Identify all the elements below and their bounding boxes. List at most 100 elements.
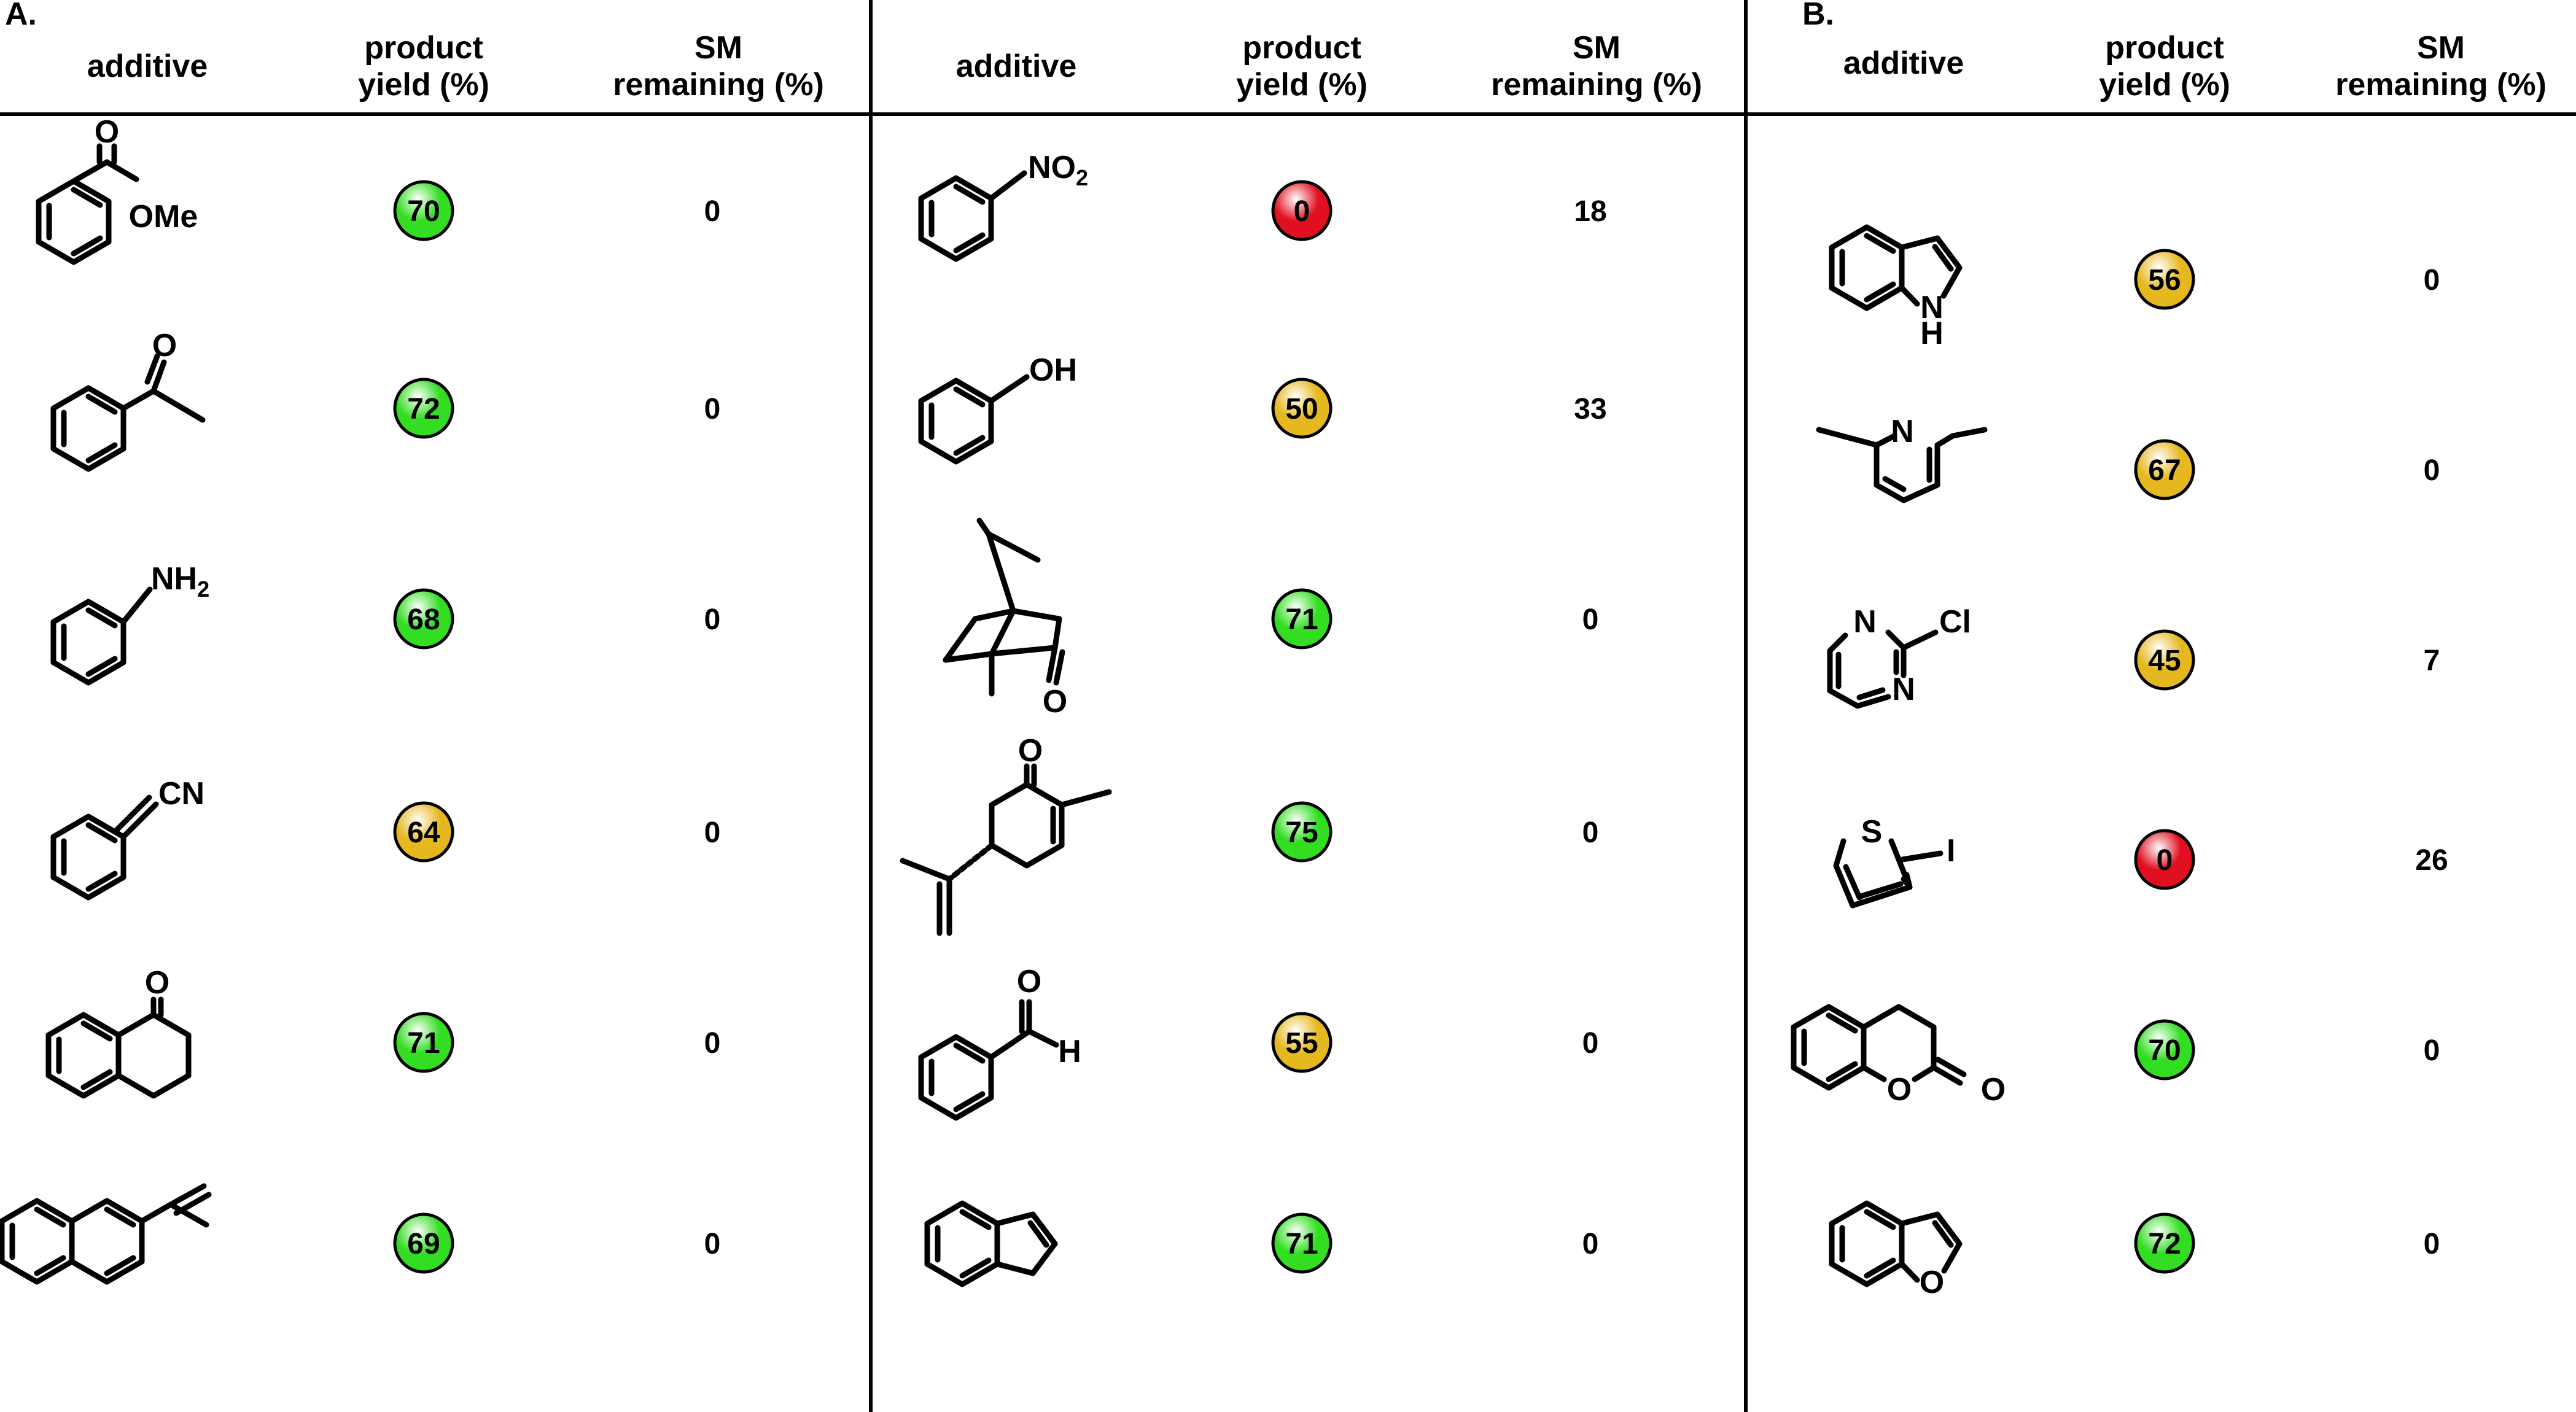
atom-o: O [95, 114, 119, 150]
yield-bubble [1271, 1012, 1333, 1073]
yield-value: 45 [2148, 645, 2181, 677]
header-additive-line: additive [1843, 45, 1964, 81]
yield-bubble [1271, 1212, 1333, 1274]
structure-dihydrocoumarin: O O [1791, 1004, 2006, 1107]
structure-vinylnaphthalene [0, 1183, 212, 1285]
sm-remaining-value: 0 [704, 393, 721, 425]
yield-value: 69 [407, 1228, 440, 1260]
yield-bubble [2134, 249, 2195, 310]
atom-no2-main: NO [1028, 150, 1076, 185]
structure-iodothiophene: S I [1833, 814, 1955, 909]
header-line: SM [1573, 30, 1621, 66]
structure-methyl-benzoate: O OMe [36, 114, 198, 265]
header-line: yield (%) [1236, 67, 1368, 103]
atom-oh: OH [1029, 352, 1077, 388]
header-additive: additive [87, 48, 208, 84]
yield-bubble [1271, 378, 1333, 439]
structure-indene [924, 1200, 1058, 1287]
yield-bubble [2134, 1212, 2195, 1274]
structure-lutidine: N [1816, 414, 1988, 503]
yield-value: 68 [407, 603, 440, 636]
sm-remaining-value: 0 [704, 817, 721, 849]
yield-value: 64 [407, 817, 440, 849]
atom-h: H [1920, 316, 1944, 351]
yield-bubble [2134, 629, 2195, 691]
structure-nitrobenzene: NO2 [918, 150, 1088, 262]
structure-benzofuran: O [1829, 1200, 1963, 1300]
sm-remaining-value: 0 [704, 1228, 721, 1260]
atom-o: O [152, 328, 177, 363]
atom-o: O [1920, 1265, 1944, 1300]
structure-indole: N H [1829, 224, 1963, 351]
header-line: remaining (%) [1491, 67, 1702, 103]
yield-value: 0 [1294, 195, 1310, 228]
header-line: SM [2417, 30, 2465, 66]
structure-camphor: O [943, 518, 1067, 720]
atom-n: N [1920, 290, 1944, 325]
header-line: remaining (%) [613, 67, 824, 103]
atom-cl: Cl [1939, 604, 1971, 640]
atom-h: H [1058, 1034, 1081, 1069]
sm-remaining-value: 0 [1582, 817, 1599, 849]
header-additive: additive [1843, 45, 1964, 81]
sm-remaining-value: 0 [704, 195, 721, 228]
yield-value: 55 [1285, 1027, 1318, 1060]
yield-bubble [393, 588, 454, 650]
yield-bubble [1271, 180, 1333, 241]
yield-bubble [2134, 439, 2195, 500]
sm-remaining-value: 0 [2424, 454, 2440, 487]
header-line: product [2105, 30, 2224, 66]
atom-nh2-main: NH [151, 561, 197, 597]
yield-bubble [2134, 829, 2195, 890]
structure-carvone: O [900, 733, 1112, 936]
sm-remaining-value: 33 [1574, 393, 1606, 425]
yield-value: 0 [2157, 844, 2173, 877]
panel-label-b: B. [1802, 0, 1834, 32]
yield-value: 70 [2148, 1034, 2181, 1067]
sm-remaining-value: 0 [2424, 1034, 2440, 1067]
sm-remaining-value: 0 [1582, 1027, 1599, 1060]
yield-bubble [393, 378, 454, 439]
header-additive: additive [956, 48, 1077, 84]
atom-ome: OMe [129, 199, 198, 235]
atom-no2-sub: 2 [1076, 165, 1088, 190]
yield-bubble [1271, 801, 1333, 863]
yield-value: 50 [1285, 393, 1318, 425]
header-additive-line: additive [87, 48, 208, 84]
structure-benzaldehyde: O H [918, 964, 1081, 1121]
sm-remaining-value: 0 [2424, 264, 2440, 297]
atom-cn: CN [158, 776, 204, 812]
yield-value: 67 [2148, 454, 2181, 487]
atom-o: O [1887, 1072, 1912, 1107]
atom-no2: NO2 [1028, 150, 1088, 190]
atom-n: N [1891, 414, 1914, 449]
yield-bubble [393, 1212, 454, 1274]
atom-nh2: NH2 [151, 561, 209, 602]
atom-n: N [1892, 672, 1915, 707]
structure-aniline: NH2 [50, 561, 209, 686]
sm-remaining-value: 0 [2424, 1228, 2440, 1260]
yield-bubble [1271, 588, 1333, 650]
atom-o: O [1017, 964, 1041, 999]
panel-label-a: A. [5, 0, 37, 32]
sm-remaining-value: 0 [704, 603, 721, 636]
structure-benzonitrile: CN [50, 776, 204, 901]
atom-o: O [1981, 1072, 2006, 1107]
sm-remaining-value: 0 [1582, 603, 1599, 636]
yield-bubble [2134, 1019, 2195, 1080]
atom-o: O [1018, 733, 1043, 769]
yield-value: 56 [2148, 264, 2181, 297]
header-line: yield (%) [358, 67, 489, 103]
header-line: remaining (%) [2335, 67, 2547, 103]
structure-chloropyrimidine: N N Cl [1827, 604, 1971, 709]
